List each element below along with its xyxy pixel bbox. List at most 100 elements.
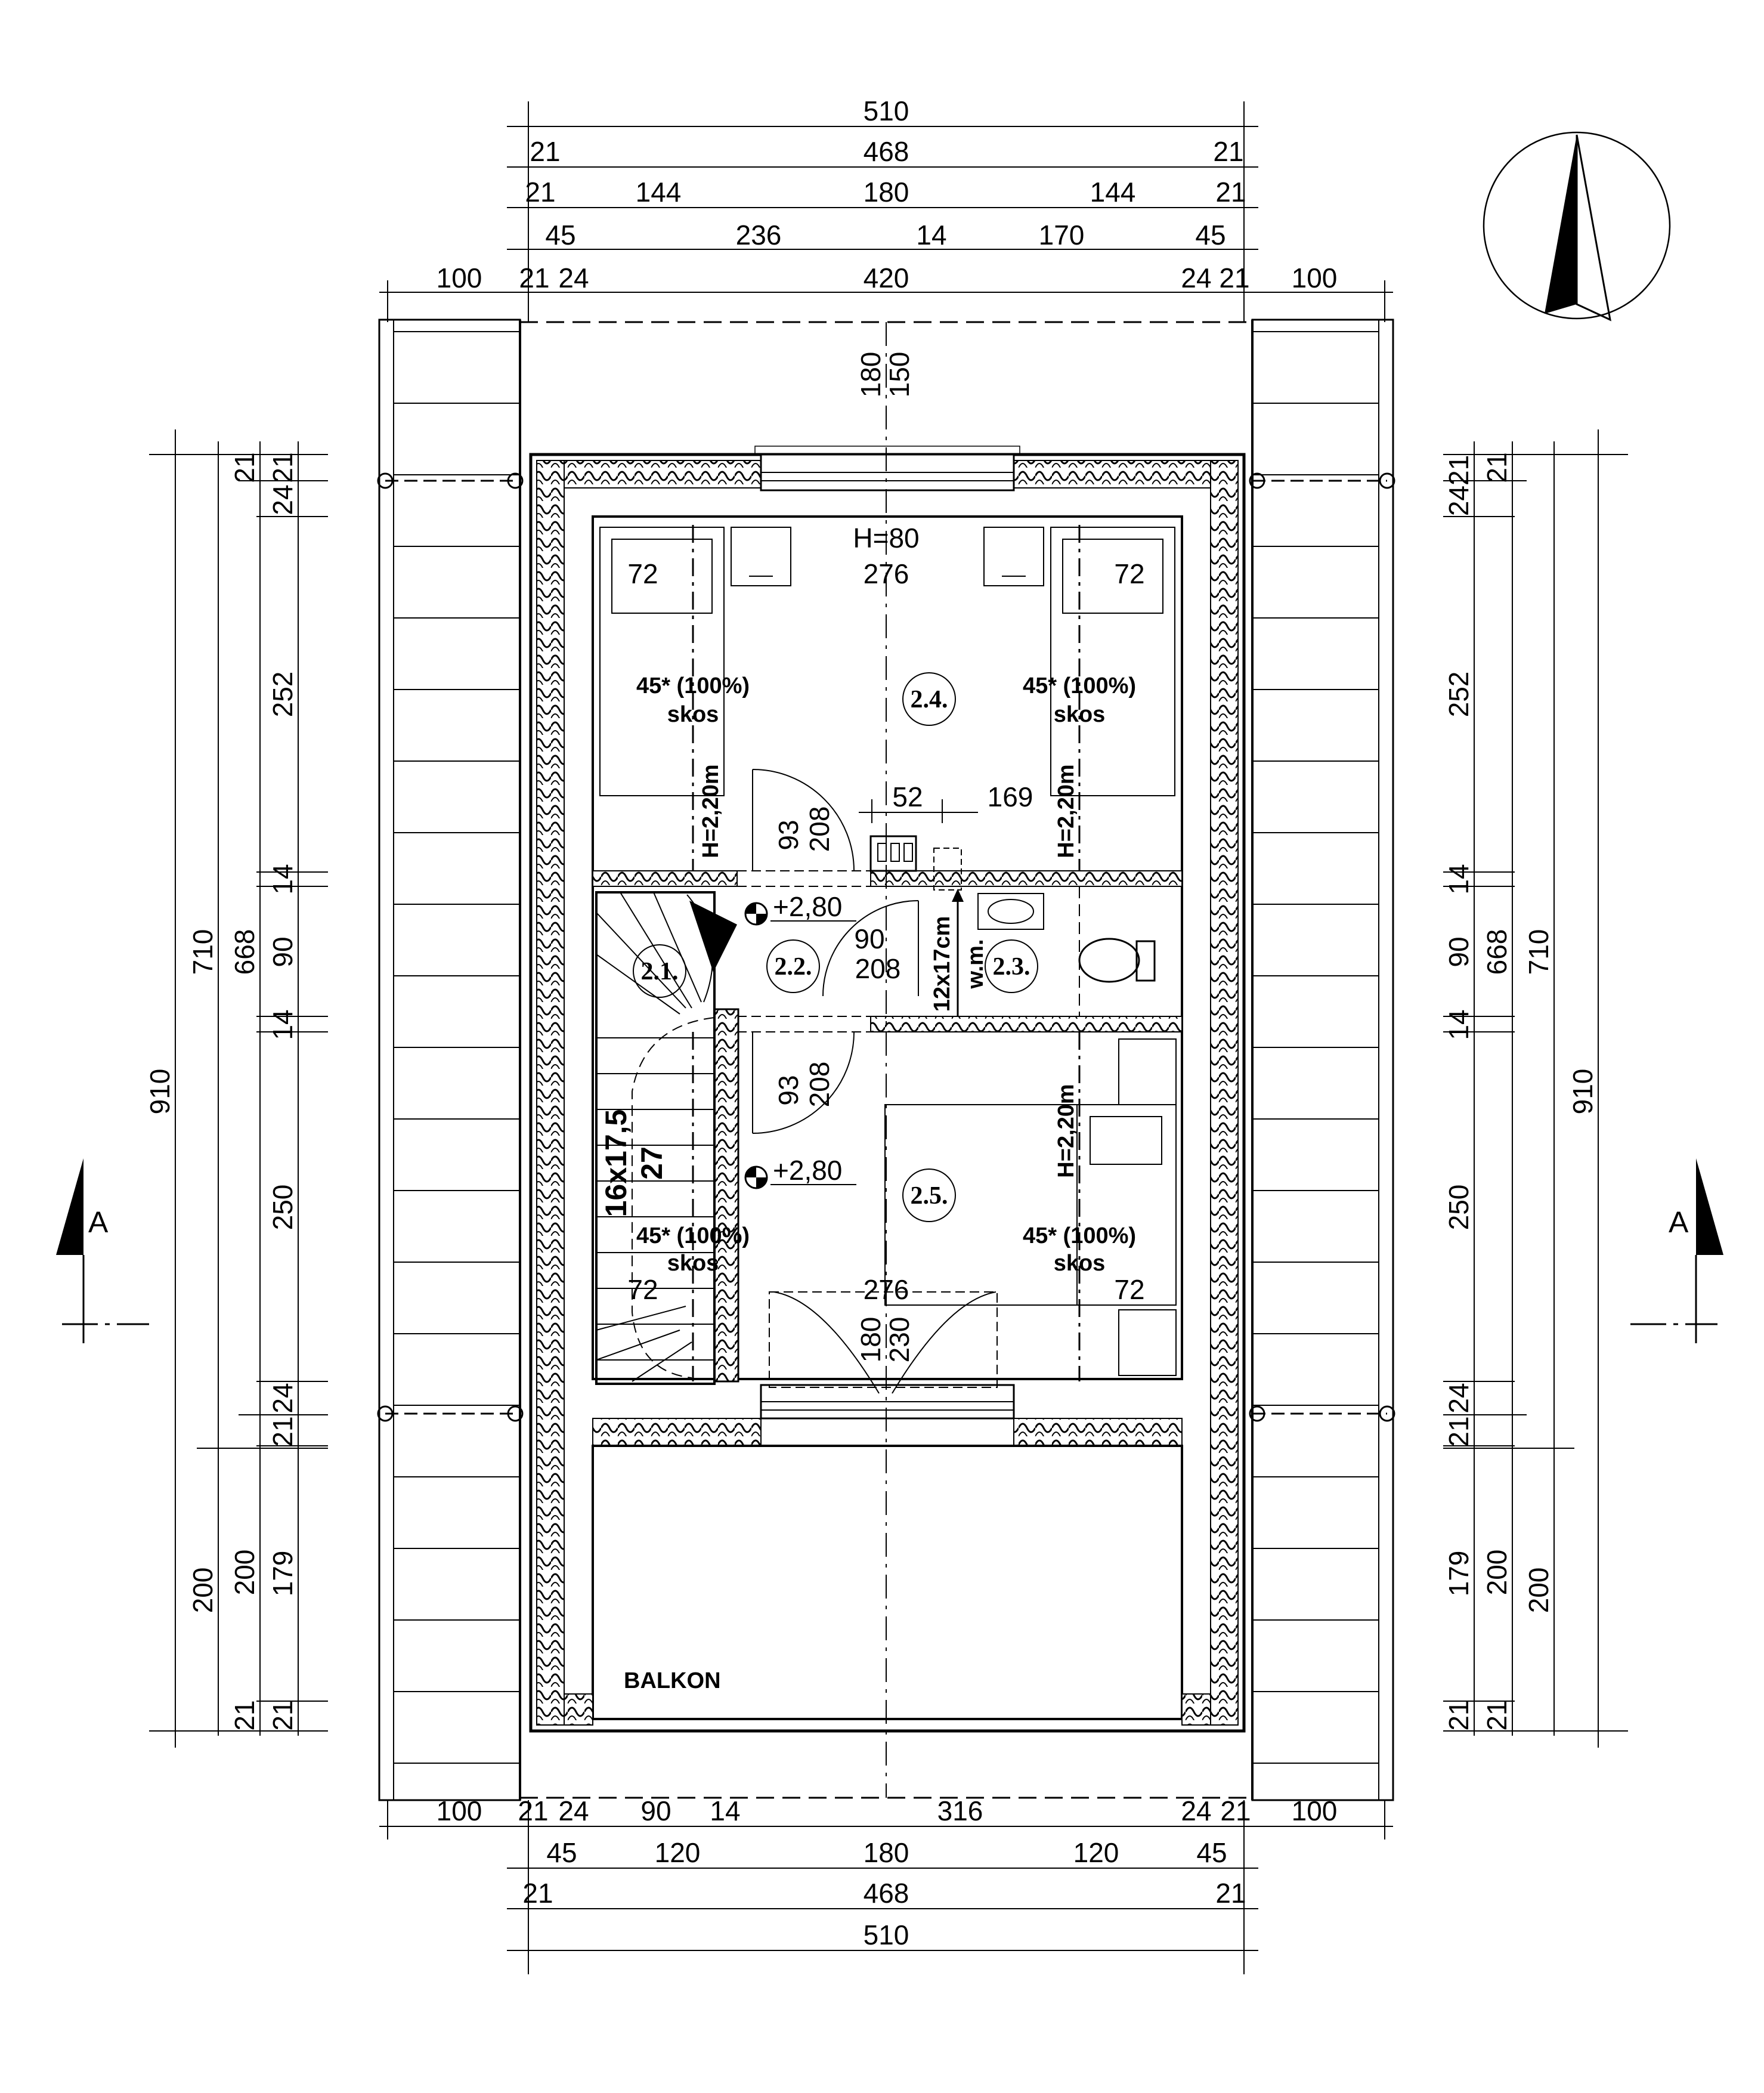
height-label-tl: H=2,20m xyxy=(698,764,723,858)
dim-left-200a: 200 xyxy=(229,1550,260,1596)
dim-top-r4-d: 170 xyxy=(1039,219,1085,251)
dim-top-total: 510 xyxy=(864,95,909,126)
dim-right-11: 21 xyxy=(1443,1700,1474,1730)
balcony-label: BALKON xyxy=(624,1668,721,1693)
dimensions-left: 21 21 24 252 14 90 14 250 24 21 179 21 2… xyxy=(144,452,298,1730)
eave-rods xyxy=(377,472,1395,1422)
dim-left-6: 90 xyxy=(267,936,298,967)
door-width-top: 93 xyxy=(773,820,804,850)
room-tag-2-3: 2.3. xyxy=(993,953,1030,981)
room-tag-2-4: 2.4. xyxy=(911,686,948,713)
dim-left-1: 21 xyxy=(229,452,260,483)
dim-top-r3-c: 180 xyxy=(864,177,909,208)
height-label-br: H=2,20m xyxy=(1054,1084,1079,1177)
dim-top-r2-b: 468 xyxy=(864,136,909,167)
dimensions-top: 510 21 468 21 21 144 180 144 21 45 236 1… xyxy=(437,95,1338,293)
dim-bot-r2-d: 120 xyxy=(1073,1837,1119,1868)
room-tag-2-2: 2.2. xyxy=(775,953,812,981)
dim-left-710: 710 xyxy=(187,929,218,975)
dim-axis-bot-a: 180 xyxy=(855,1317,886,1363)
dim-right-12: 21 xyxy=(1481,1700,1512,1730)
dim-axis-bot-b: 230 xyxy=(884,1317,915,1363)
dim-bot-r1-g: 24 xyxy=(1181,1795,1211,1826)
width-72-bl: 72 xyxy=(627,1274,658,1305)
dim-left-11: 179 xyxy=(267,1551,298,1597)
dimension-lines xyxy=(149,101,1628,1974)
dim-bot-r2-e: 45 xyxy=(1196,1837,1227,1868)
dim-bot-r1-i: 100 xyxy=(1292,1795,1338,1826)
room-tag-2-5: 2.5. xyxy=(911,1182,948,1210)
dim-bot-r3-a: 21 xyxy=(522,1878,553,1909)
door-swings xyxy=(752,769,998,1394)
dim-top-r2-a: 21 xyxy=(530,136,560,167)
north-arrow-icon xyxy=(1483,131,1671,321)
dim-bot-r2-a: 45 xyxy=(546,1837,577,1868)
roof-strip-right xyxy=(1251,319,1394,1801)
stairs-rise-label: 16x17,5 xyxy=(599,1109,633,1217)
dim-169: 169 xyxy=(988,781,1033,812)
dimensions-right: 2421 21 252 14 90 14 250 24 21 179 21 21… xyxy=(1443,452,1598,1730)
room-tag-2-1: 2.1. xyxy=(641,958,679,985)
skos-label-bl: skos xyxy=(667,1251,719,1276)
dim-left-12: 21 xyxy=(229,1700,260,1730)
width-276-top: 276 xyxy=(864,558,909,589)
dim-bot-r1-d: 90 xyxy=(640,1795,671,1826)
dim-top-r4-e: 45 xyxy=(1195,219,1225,251)
dim-bot-r3-b: 468 xyxy=(864,1878,909,1909)
staircase xyxy=(595,891,737,1385)
dim-bot-r1-b: 21 xyxy=(518,1795,548,1826)
section-marker-left: A xyxy=(56,1158,149,1343)
vent-size-label: 12x17cm xyxy=(930,916,955,1012)
dim-right-7: 250 xyxy=(1443,1185,1474,1231)
dim-right-668: 668 xyxy=(1481,929,1512,975)
section-label-left: A xyxy=(88,1205,109,1239)
skos-label-tl: skos xyxy=(667,702,719,727)
dim-top-r4-c: 14 xyxy=(916,219,946,251)
dim-left-9: 24 xyxy=(267,1383,298,1413)
level-mark-2: +2,80 xyxy=(773,1155,842,1186)
skos-label-br: skos xyxy=(1054,1251,1106,1276)
width-72-tr: 72 xyxy=(1114,558,1144,589)
stairs-tread-label: 27 xyxy=(635,1146,669,1180)
width-72-tl: 72 xyxy=(627,558,658,589)
dim-bot-total: 510 xyxy=(864,1919,909,1950)
dim-bot-r3-c: 21 xyxy=(1215,1878,1246,1909)
dim-right-200a: 200 xyxy=(1481,1550,1512,1596)
section-label-right: A xyxy=(1669,1205,1689,1239)
dim-left-2: 21 xyxy=(267,452,298,483)
dim-right-5: 90 xyxy=(1443,936,1474,967)
dim-top-r3-e: 21 xyxy=(1215,177,1246,208)
width-72-br: 72 xyxy=(1114,1274,1144,1305)
height-label-tr: H=2,20m xyxy=(1054,764,1079,858)
slope-label-tl: 45* (100%) xyxy=(636,673,750,698)
furniture xyxy=(599,527,1177,1376)
room-tags: 2.1. 2.2. 2.3. 2.4. 2.5. xyxy=(633,672,1038,1222)
dim-right-9: 21 xyxy=(1443,1416,1474,1446)
dim-top-r4-a: 45 xyxy=(545,219,575,251)
dim-right-8: 24 xyxy=(1443,1383,1474,1413)
door-width-bottom: 93 xyxy=(773,1075,804,1105)
dim-right-710: 710 xyxy=(1523,929,1554,975)
dim-bot-r2-c: 180 xyxy=(864,1837,909,1868)
dim-left-200b: 200 xyxy=(187,1568,218,1613)
door-width-wc: 90 xyxy=(854,923,884,954)
dimensions-bottom: 100 21 24 90 14 316 24 21 100 45 120 180… xyxy=(437,1795,1338,1950)
dim-top-r5-b: 21 xyxy=(519,262,549,293)
dim-left-668: 668 xyxy=(229,929,260,975)
dim-bot-r1-h: 21 xyxy=(1220,1795,1251,1826)
wm-label: w.m. xyxy=(963,939,988,989)
dim-right-10: 179 xyxy=(1443,1551,1474,1597)
dim-bot-r1-e: 14 xyxy=(710,1795,740,1826)
dim-left-5: 14 xyxy=(267,864,298,894)
dim-top-r5-e: 24 xyxy=(1181,262,1211,293)
dim-top-r3-b: 144 xyxy=(636,177,682,208)
axis-dimensions: 180 150 180 230 xyxy=(855,352,915,1363)
dim-52: 52 xyxy=(892,781,923,812)
slope-label-br: 45* (100%) xyxy=(1023,1223,1136,1248)
dim-left-13: 21 xyxy=(267,1700,298,1730)
roof-outline xyxy=(519,320,1254,1800)
dim-right-6: 14 xyxy=(1443,1009,1474,1040)
dim-top-r2-c: 21 xyxy=(1213,136,1243,167)
slope-label-tr: 45* (100%) xyxy=(1023,673,1136,698)
